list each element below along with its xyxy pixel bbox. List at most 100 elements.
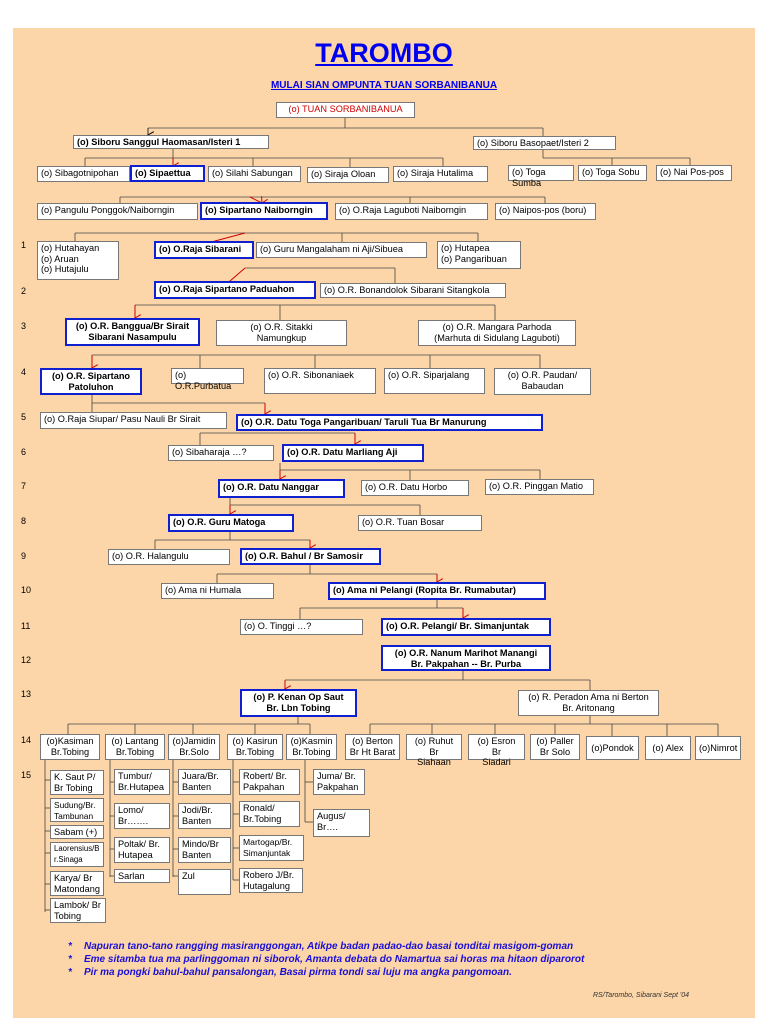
bullet-mark: * xyxy=(68,954,72,965)
person-node: Jodi/Br. Banten xyxy=(178,803,231,829)
person-node: (o) Pangulu Ponggok/Naiborngin xyxy=(37,203,198,220)
person-node: Juma/ Br. Pakpahan xyxy=(313,769,365,795)
person-node: (o) Ama ni Pelangi (Ropita Br. Rumabutar… xyxy=(328,582,546,600)
person-node: (o) O.Raja Sibarani xyxy=(154,241,254,259)
person-node: (o) O.R. Sitakki Namungkup xyxy=(216,320,347,346)
note-text: Eme sitamba tua ma parlinggoman ni sibor… xyxy=(84,954,585,965)
generation-number: 3 xyxy=(21,321,27,331)
person-node: Laorensius/B r.Sinaga xyxy=(50,842,104,867)
person-node: Poltak/ Br. Hutapea xyxy=(114,837,170,863)
generation-number: 12 xyxy=(21,655,32,665)
person-node: Zul xyxy=(178,869,231,895)
person-node: Tumbur/ Br.Hutapea xyxy=(114,769,170,795)
person-node: (o) O.R. Datu Horbo xyxy=(361,480,469,496)
generation-number: 6 xyxy=(21,447,27,457)
generation-number: 9 xyxy=(21,551,27,561)
person-node: Mindo/Br Banten xyxy=(178,837,231,863)
person-node: (o) O.R. Halangulu xyxy=(108,549,230,565)
note-text: Napuran tano-tano rangging masiranggonga… xyxy=(84,941,574,952)
person-node: (o) Nai Pos-pos xyxy=(656,165,732,181)
person-node: (o) Sipaettua xyxy=(130,165,205,182)
person-node: (o) O. Tinggi …? xyxy=(240,619,363,635)
generation-number: 1 xyxy=(21,240,27,250)
person-node: (o)Jamidin Br.Solo xyxy=(168,734,220,760)
person-node: (o) O.R. Banggua/Br Sirait Sibarani Nasa… xyxy=(65,318,200,346)
person-node: Sudung/Br. Tambunan xyxy=(50,798,104,822)
person-node: (o) O.Raja Laguboti Naiborngin xyxy=(335,203,488,220)
person-node: (o) Hutapea (o) Pangaribuan xyxy=(437,241,521,269)
generation-number: 8 xyxy=(21,516,27,526)
person-node: (o) O.R. Paudan/ Babaudan xyxy=(494,368,591,395)
person-node: (o) O.Raja Sipartano Paduahon xyxy=(154,281,316,299)
person-node: Robert/ Br. Pakpahan xyxy=(239,769,300,795)
generation-number: 11 xyxy=(21,621,31,631)
person-node: (o) Kasirun Br.Tobing xyxy=(227,734,283,760)
person-node: (o) Naipos-pos (boru) xyxy=(495,203,596,220)
person-node: (o) Paller Br Solo xyxy=(530,734,580,760)
person-node: (o) Esron Br Siadari xyxy=(468,734,525,767)
person-node: (o) O.R. Nanum Marihot Manangi Br. Pakpa… xyxy=(381,645,551,671)
person-node: (o) Toga Sumba xyxy=(508,165,574,188)
person-node: (o) Siboru Sanggul Haomasan/Isteri 1 xyxy=(73,135,269,149)
person-node: (o) Silahi Sabungan xyxy=(208,166,301,182)
person-node: Sabam (+) xyxy=(50,825,104,839)
note-line: * Pir ma pongki bahul-bahul pansalongan, … xyxy=(68,966,748,979)
note-line: * Napuran tano-tano rangging masiranggong… xyxy=(68,940,748,953)
person-node: Lambok/ Br Tobing xyxy=(50,898,106,923)
person-node: (o) O.R. Sipartano Patoluhon xyxy=(40,368,142,395)
person-node: (o) Berton Br Ht Barat xyxy=(345,734,400,760)
person-node: Robero J/Br. Hutagalung xyxy=(239,868,303,893)
person-node: (o) O.R. Datu Marliang Aji xyxy=(282,444,424,462)
person-node: (o)Kasmin Br.Tobing xyxy=(286,734,337,760)
person-node: (o) O.R.Purbatua xyxy=(171,368,244,391)
person-node: (o) O.R. Sibonaniaek xyxy=(264,368,376,394)
generation-number: 2 xyxy=(21,286,27,296)
bullet-mark: * xyxy=(68,967,72,978)
generation-number: 7 xyxy=(21,481,27,491)
person-node: (o) O.R. Datu Nanggar xyxy=(218,479,345,498)
generation-number: 5 xyxy=(21,412,27,422)
person-node: Juara/Br. Banten xyxy=(178,769,231,795)
person-node: (o) O.R. Tuan Bosar xyxy=(358,515,482,531)
person-node: (o) O.R. Pinggan Matio xyxy=(485,479,594,495)
person-node: Karya/ Br Matondang xyxy=(50,871,104,896)
person-node: (o) O.Raja Siupar/ Pasu Nauli Br Sirait xyxy=(40,412,227,429)
note-line: * Eme sitamba tua ma parlinggoman ni sibo… xyxy=(68,953,748,966)
generation-number: 4 xyxy=(21,367,27,377)
person-node: (o) Sibagotnipohan xyxy=(37,166,130,182)
note-text: Pir ma pongki bahul-bahul pansalongan, B… xyxy=(84,967,512,978)
page-title: TAROMBO xyxy=(315,38,453,68)
person-node: (o) Alex xyxy=(645,736,691,760)
generation-number: 15 xyxy=(21,770,32,780)
person-node: (o) O.R. Datu Toga Pangaribuan/ Taruli T… xyxy=(236,414,543,431)
person-node: (o)Pondok xyxy=(586,736,639,760)
person-node: Ronald/ Br.Tobing xyxy=(239,801,300,827)
bullet-mark: * xyxy=(68,941,72,952)
person-node: (o) TUAN SORBANIBANUA xyxy=(276,102,415,118)
person-node: (o)Nimrot xyxy=(695,736,741,760)
person-node: (o) Siraja Oloan xyxy=(307,167,389,183)
person-node: (o) Ruhut Br Siahaan xyxy=(406,734,462,767)
person-node: (o) O.R. Pelangi/ Br. Simanjuntak xyxy=(381,618,551,636)
person-node: (o) Ama ni Humala xyxy=(161,583,274,599)
generation-number: 14 xyxy=(21,735,32,745)
credit-text: RS/Tarombo, Sibarani Sept '04 xyxy=(593,992,690,999)
person-node: K. Saut P/ Br Tobing xyxy=(50,770,104,795)
person-node: (o) Siraja Hutalima xyxy=(393,166,488,182)
person-node: (o) O.R. Bonandolok Sibarani Sitangkola xyxy=(320,283,506,298)
proverb-notes: * Napuran tano-tano rangging masiranggong… xyxy=(68,940,748,979)
generation-number: 10 xyxy=(21,585,32,595)
person-node: (o) Hutahayan (o) Aruan (o) Hutajulu xyxy=(37,241,119,280)
person-node: (o) R. Peradon Ama ni Berton Br. Aritona… xyxy=(518,690,659,716)
person-node: (o) P. Kenan Op Saut Br. Lbn Tobing xyxy=(240,689,357,717)
person-node: (o) Toga Sobu xyxy=(578,165,647,181)
page-subtitle: MULAI SIAN OMPUNTA TUAN SORBANIBANUA xyxy=(270,80,498,91)
person-node: (o) O.R. Guru Matoga xyxy=(168,514,294,532)
generation-number: 13 xyxy=(21,689,32,699)
person-node: (o) O.R. Mangara Parhoda (Marhuta di Sid… xyxy=(418,320,576,346)
person-node: (o) Sibaharaja …? xyxy=(168,445,274,461)
person-node: Sarlan xyxy=(114,869,170,883)
person-node: (o) O.R. Bahul / Br Samosir xyxy=(240,548,381,565)
person-node: Augus/ Br…. xyxy=(313,809,370,837)
